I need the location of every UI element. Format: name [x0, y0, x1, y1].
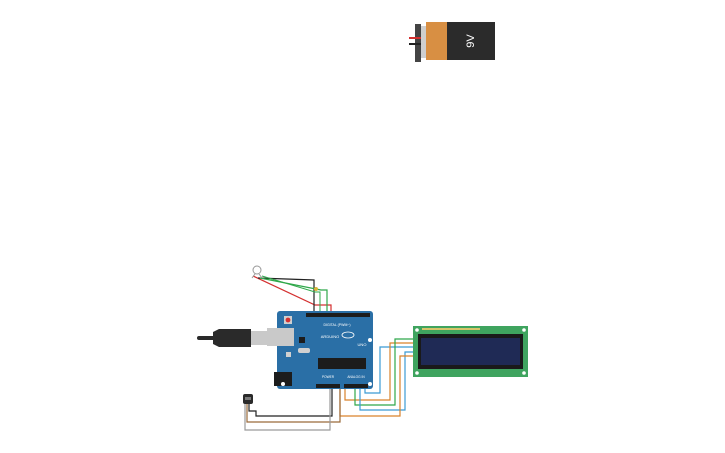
- digital-header: [306, 313, 370, 317]
- analog-header-label: ANALOG IN: [347, 375, 365, 379]
- battery-cap: [421, 26, 427, 58]
- wire-brown-sensor[interactable]: [246, 386, 341, 423]
- wire-black-sensor[interactable]: [248, 386, 333, 417]
- battery-label: 9V: [465, 34, 477, 48]
- analog-header: [344, 384, 368, 388]
- arduino-board: [277, 311, 373, 389]
- mounting-hole: [368, 382, 372, 386]
- arduino-crystal: [298, 348, 310, 353]
- wire-red-top[interactable]: [252, 275, 332, 316]
- battery-band: [426, 22, 447, 60]
- light-sensor-lead: [258, 273, 263, 279]
- lcd-16x2[interactable]: [413, 326, 528, 377]
- lcd-pin-header: [422, 328, 480, 330]
- wire-green-top[interactable]: [259, 277, 328, 316]
- usb-plug-body: [213, 329, 251, 347]
- wire-black-top[interactable]: [257, 277, 315, 316]
- infinity-logo-icon: [341, 331, 355, 339]
- wire-green-lcd[interactable]: [354, 338, 417, 406]
- lcd-screen: [421, 338, 520, 365]
- mounting-hole: [368, 338, 372, 342]
- wire-junction: [314, 287, 318, 291]
- temperature-sensor[interactable]: [243, 394, 253, 404]
- light-sensor-head: [252, 265, 262, 275]
- arduino-power-jack: [274, 372, 292, 386]
- battery-9v[interactable]: 9V: [409, 22, 495, 62]
- mounting-hole: [415, 328, 419, 332]
- wire-green-top-2[interactable]: [261, 275, 321, 316]
- arduino-capacitor: [286, 352, 291, 357]
- mounting-hole: [522, 371, 526, 375]
- power-header-label: POWER: [322, 375, 335, 379]
- mounting-hole: [281, 382, 285, 386]
- wire-gray-sensor[interactable]: [244, 386, 331, 431]
- digital-header-label: DIGITAL (PWM~): [323, 323, 350, 327]
- wires: [244, 275, 417, 431]
- mounting-hole: [415, 371, 419, 375]
- arduino-uno[interactable]: DIGITAL (PWM~) ARDUINO UNO POWER ANALOG …: [267, 311, 373, 389]
- usb-plug-metal: [251, 331, 269, 345]
- temperature-sensor-face: [245, 397, 251, 400]
- atmega-chip: [318, 358, 366, 369]
- light-sensor[interactable]: [251, 265, 263, 279]
- arduino-logo: ARDUINO: [321, 334, 339, 339]
- wire-orange-lcd[interactable]: [344, 342, 417, 401]
- arduino-usb-chip: [299, 337, 305, 343]
- mounting-hole: [522, 328, 526, 332]
- usb-cable[interactable]: [197, 329, 269, 347]
- battery-body: [447, 22, 495, 60]
- arduino-usb-jack: [267, 328, 294, 346]
- light-sensor-lead: [251, 273, 256, 279]
- power-header: [316, 384, 340, 388]
- arduino-reset-cap: [285, 317, 291, 323]
- arduino-model: UNO: [358, 342, 367, 347]
- wire-blue-lcd-2[interactable]: [359, 351, 417, 411]
